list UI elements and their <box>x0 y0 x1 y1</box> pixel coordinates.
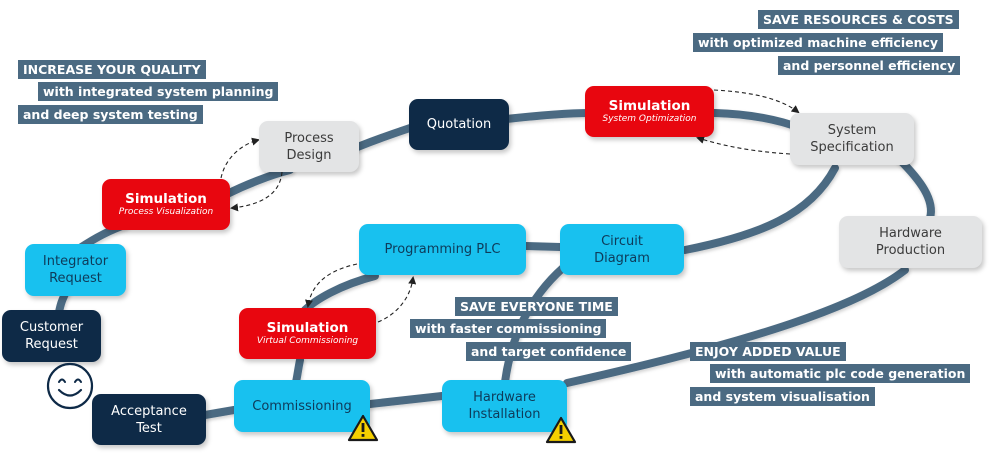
dashed-arrow-sim-vc-to-plc <box>377 276 417 323</box>
callout-quality-headline: INCREASE YOUR QUALITY <box>18 60 206 79</box>
node-label-line: Production <box>875 243 946 258</box>
flow-path-installation-to-commissioning <box>366 392 446 408</box>
node-title: Simulation <box>125 191 207 207</box>
node-system-specification[interactable]: System Specification <box>790 113 914 165</box>
callout-quality-line-2: with integrated system planning <box>38 82 279 101</box>
node-label-line: Test <box>136 420 162 436</box>
node-subtitle: Virtual Commissioning <box>256 336 359 346</box>
smiley-face-icon <box>46 362 94 410</box>
flow-path-system-spec-to-circuit <box>681 164 839 254</box>
node-label-line: Acceptance <box>111 403 187 419</box>
node-subtitle: System Optimization <box>602 114 697 124</box>
node-label-line: Hardware <box>879 226 942 241</box>
callout-value-line-2: with automatic plc code generation <box>710 364 971 383</box>
callout-resources-headline: SAVE RESOURCES & COSTS <box>758 10 959 29</box>
callout-value-line-3: and system visualisation <box>690 387 875 406</box>
node-title: Simulation <box>608 98 691 114</box>
callout-resources-line-2: with optimized machine efficiency <box>693 33 944 52</box>
callout-time-headline: SAVE EVERYONE TIME <box>455 297 618 316</box>
node-label-line: Commissioning <box>252 398 352 414</box>
node-label-line: Quotation <box>426 117 492 132</box>
dashed-arrow-spec-to-sim-opt <box>696 135 791 155</box>
node-simulation-virtual-commissioning[interactable]: Simulation Virtual Commissioning <box>239 308 376 359</box>
node-simulation-process-visualization[interactable]: Simulation Process Visualization <box>102 179 230 230</box>
node-quotation[interactable]: Quotation <box>409 99 509 150</box>
flow-path-sim-process-to-process-design <box>221 166 294 199</box>
callout-resources-line-3: and personnel efficiency <box>778 56 961 75</box>
node-label-line: Customer <box>19 320 84 335</box>
node-label-line: Specification <box>810 140 894 155</box>
node-label-line: Integrator <box>42 254 109 269</box>
dashed-arrow-plc-to-sim-vc <box>305 263 358 308</box>
node-label-line: Diagram <box>594 250 650 266</box>
node-customer-request[interactable]: Customer Request <box>2 310 101 362</box>
callout-value-headline: ENJOY ADDED VALUE <box>690 342 846 361</box>
flow-path-hw-production-to-installation <box>563 266 909 387</box>
warning-triangle-icon <box>545 416 577 444</box>
flow-path-circuit-to-plc <box>522 242 564 251</box>
dashed-arrow-design-to-sim-process <box>230 171 283 212</box>
node-simulation-system-optimization[interactable]: Simulation System Optimization <box>585 86 714 137</box>
flow-path-sim-vc-to-commissioning <box>292 356 304 386</box>
dashed-arrow-sim-process-to-design <box>219 137 260 186</box>
dashed-arrow-sim-opt-to-spec <box>713 89 800 114</box>
node-subtitle: Process Visualization <box>118 207 214 217</box>
callout-time-line-3: and target confidence <box>466 342 632 361</box>
callout-time-line-2: with faster commissioning <box>410 319 607 338</box>
node-label-line: Installation <box>468 407 541 422</box>
flow-path-process-design-to-system-spec <box>351 109 804 152</box>
node-commissioning[interactable]: Commissioning <box>234 380 370 432</box>
flow-path-system-spec-to-hw-production <box>896 156 935 222</box>
node-label-line: System <box>827 123 877 138</box>
node-label-line: Request <box>25 337 78 352</box>
node-integrator-request[interactable]: Integrator Request <box>25 244 126 296</box>
node-label-line: Hardware <box>473 390 536 405</box>
node-title: Simulation <box>266 320 349 336</box>
flow-path-commissioning-to-acceptance <box>201 406 238 419</box>
flow-path-plc-to-sim-vc <box>301 272 379 314</box>
node-circuit-diagram[interactable]: Circuit Diagram <box>560 224 684 275</box>
node-label-line: Design <box>286 147 332 163</box>
node-label-line: Circuit <box>601 233 643 249</box>
node-label-line: Programming PLC <box>384 242 501 257</box>
node-label-line: Process <box>284 130 334 146</box>
node-hardware-production[interactable]: Hardware Production <box>839 216 982 268</box>
node-hardware-installation[interactable]: Hardware Installation <box>442 380 567 432</box>
callout-quality-line-3: and deep system testing <box>18 105 203 124</box>
node-programming-plc[interactable]: Programming PLC <box>359 224 526 275</box>
node-label-line: Request <box>49 271 102 286</box>
node-process-design[interactable]: Process Design <box>259 121 359 172</box>
warning-triangle-icon <box>347 414 379 442</box>
node-acceptance-test[interactable]: Acceptance Test <box>92 394 206 445</box>
